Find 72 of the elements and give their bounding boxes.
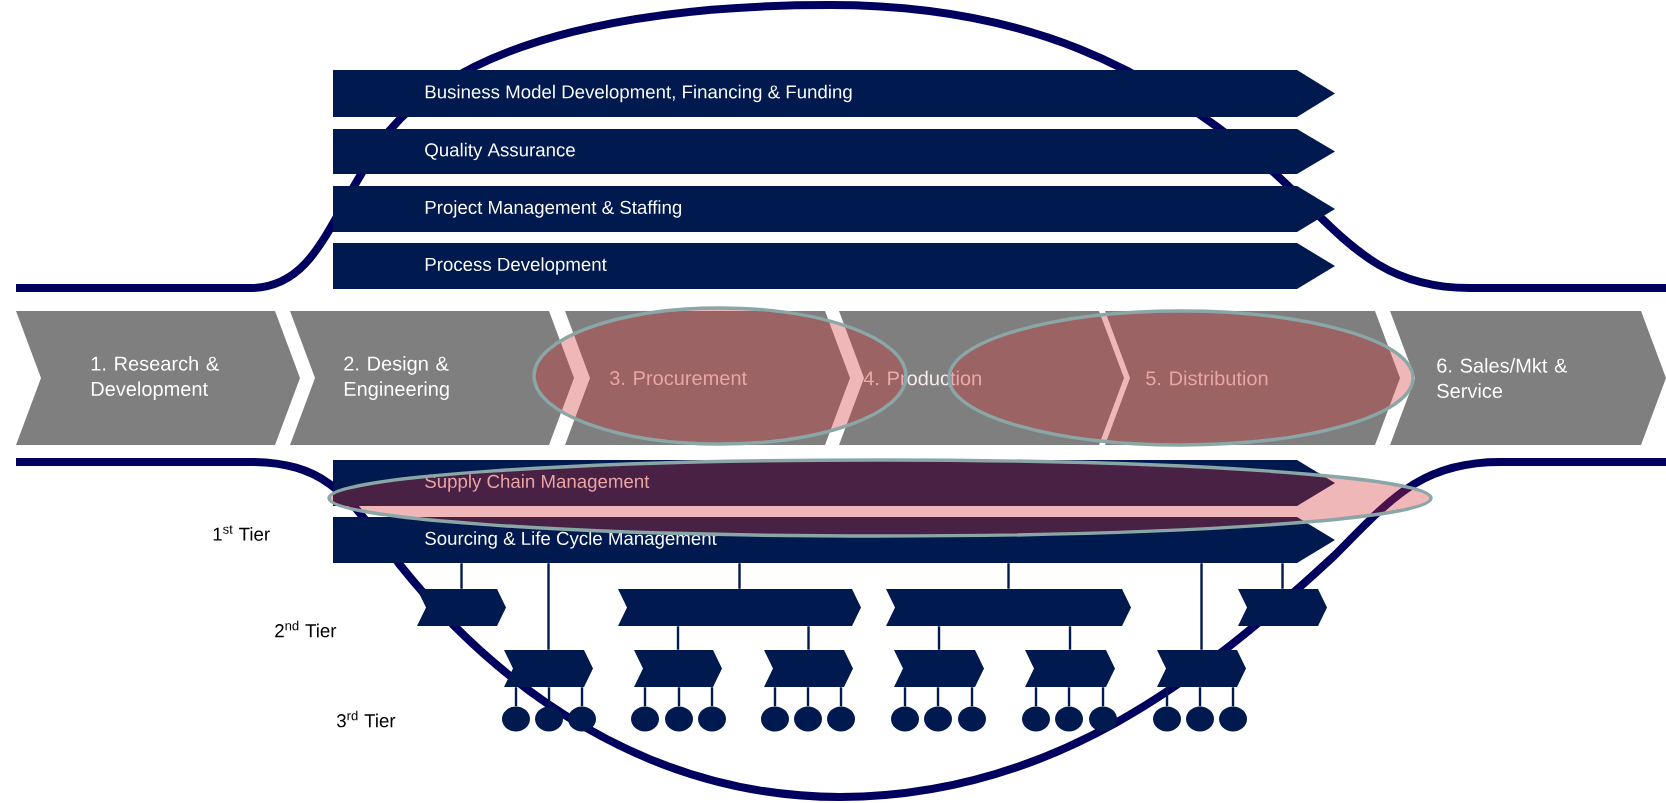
connector-line xyxy=(460,563,463,589)
tier-label: 3$^{rd}$ Tier xyxy=(337,710,396,728)
stage-block: 1. Research & Development xyxy=(16,311,300,445)
connector-line xyxy=(643,687,647,707)
tier-block xyxy=(1025,650,1115,687)
tier-circle xyxy=(761,706,789,732)
connector-line xyxy=(1067,687,1071,707)
connector-line xyxy=(773,687,777,707)
connector-line xyxy=(1200,563,1203,650)
connector-line xyxy=(547,563,550,650)
tier-circle xyxy=(794,706,822,732)
connector-line xyxy=(839,687,843,707)
connector-line xyxy=(1231,687,1235,707)
tier-circle xyxy=(1186,706,1214,732)
connector-line xyxy=(1034,687,1038,707)
process-bar: Project Management & Staffing xyxy=(333,186,1335,232)
tier-circle xyxy=(891,706,919,732)
tier-label: 1$^{st}$ Tier xyxy=(213,525,270,541)
tier-block xyxy=(618,589,861,626)
process-bar: Sourcing & Life Cycle Management xyxy=(333,517,1335,563)
connector-line xyxy=(547,687,551,707)
connector-line xyxy=(1281,563,1284,589)
tier-circle xyxy=(568,706,596,732)
tier-label: 2$^{nd}$ Tier xyxy=(275,620,337,638)
tier-circle xyxy=(535,706,563,732)
connector-line xyxy=(677,687,681,707)
connector-line xyxy=(580,687,584,707)
process-bar: Quality Assurance xyxy=(333,129,1335,174)
tier-circle xyxy=(924,706,952,732)
tier-circle xyxy=(1022,706,1050,732)
tier-block xyxy=(634,650,722,687)
stage-block: 6. Sales/Mkt & Service xyxy=(1390,311,1666,445)
node-label: 3. Procurement xyxy=(610,370,747,386)
connector-line xyxy=(970,687,974,707)
connector-line xyxy=(514,687,518,707)
tier-block xyxy=(504,650,593,687)
process-bar: Process Development xyxy=(333,243,1335,289)
tier-circle xyxy=(1055,706,1083,732)
tier-circle xyxy=(698,706,726,732)
tier-block xyxy=(1157,650,1246,687)
tier-circle xyxy=(665,706,693,732)
connector-line xyxy=(1198,687,1202,707)
tier-block xyxy=(894,650,984,687)
stage-block: 5. Distribution xyxy=(1105,311,1400,445)
connector-line xyxy=(1101,687,1105,707)
connector-line xyxy=(710,687,714,707)
connector-line xyxy=(676,626,680,650)
stage-block: 3. Procurement xyxy=(565,311,850,445)
tier-circle xyxy=(502,706,530,732)
tier-block xyxy=(417,589,506,626)
connector-line xyxy=(1068,626,1072,650)
connector-line xyxy=(807,626,810,650)
tier-block xyxy=(1238,589,1327,626)
connector-line xyxy=(1007,563,1010,589)
stage-block: 4. Production xyxy=(839,311,1124,445)
tier-circle xyxy=(1089,706,1117,732)
node-label: 5. Distribution xyxy=(1146,370,1268,386)
stage-block: 2. Design & Engineering xyxy=(290,311,574,445)
tier-circle xyxy=(827,706,855,732)
tier-circle xyxy=(1153,706,1181,732)
connector-line xyxy=(1165,687,1169,707)
tier-circle xyxy=(631,706,659,732)
tier-block xyxy=(764,650,853,687)
tier-circle xyxy=(1219,706,1247,732)
connector-line xyxy=(738,563,741,589)
tier-circle xyxy=(958,706,986,732)
process-bar: Business Model Development, Financing & Funding xyxy=(333,70,1335,117)
connector-line xyxy=(806,687,810,707)
tier-block xyxy=(886,589,1131,626)
connector-line xyxy=(903,687,907,707)
connector-line xyxy=(937,626,941,650)
connector-line xyxy=(936,687,940,707)
